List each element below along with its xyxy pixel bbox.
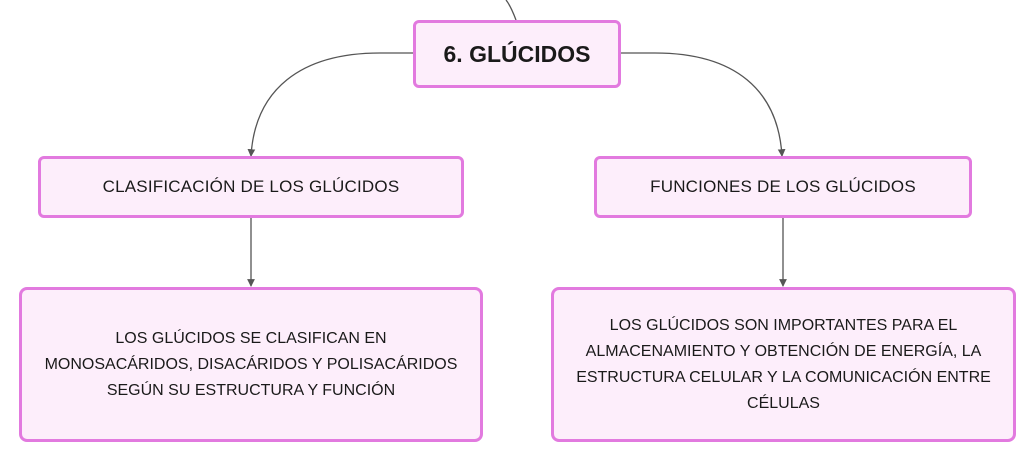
- functions-node-label: FUNCIONES DE LOS GLÚCIDOS: [650, 177, 916, 196]
- functions-detail-node[interactable]: LOS GLÚCIDOS SON IMPORTANTES PARA EL ALM…: [551, 287, 1016, 442]
- root-node[interactable]: 6. GLÚCIDOS: [413, 20, 621, 88]
- incoming-connector: [505, 0, 517, 21]
- connector-root-to-classification: [247, 52, 413, 157]
- classification-detail-node[interactable]: LOS GLÚCIDOS SE CLASIFICAN EN MONOSACÁRI…: [19, 287, 483, 442]
- functions-detail-text: LOS GLÚCIDOS SON IMPORTANTES PARA EL ALM…: [576, 316, 991, 412]
- classification-detail-text: LOS GLÚCIDOS SE CLASIFICAN EN MONOSACÁRI…: [44, 329, 458, 399]
- classification-node[interactable]: CLASIFICACIÓN DE LOS GLÚCIDOS: [38, 156, 464, 218]
- functions-node[interactable]: FUNCIONES DE LOS GLÚCIDOS: [594, 156, 972, 218]
- connector-root-to-functions: [621, 52, 786, 157]
- root-node-label: 6. GLÚCIDOS: [443, 40, 591, 67]
- classification-node-label: CLASIFICACIÓN DE LOS GLÚCIDOS: [102, 177, 400, 196]
